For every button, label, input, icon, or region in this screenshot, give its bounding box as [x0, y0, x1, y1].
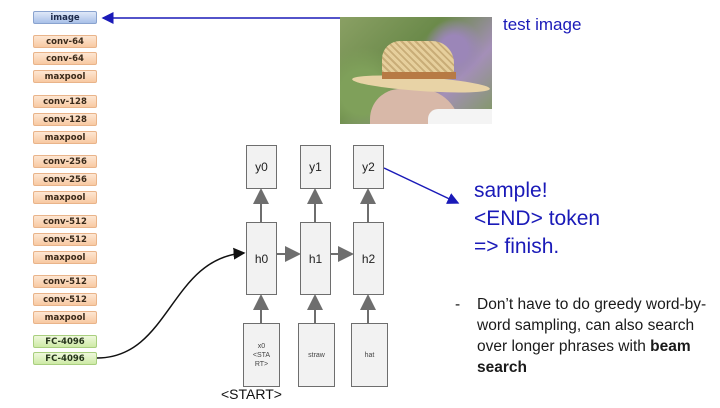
annotation-line-1: sample! [474, 179, 548, 202]
layer-fc-4096: FC-4096 [33, 352, 97, 365]
shirt-shape [428, 109, 492, 124]
layer-maxpool: maxpool [33, 191, 97, 204]
layer-conv-512: conv-512 [33, 215, 97, 228]
hidden-node-h2: h2 [353, 222, 384, 295]
layer-conv-512: conv-512 [33, 293, 97, 306]
layer-conv-512: conv-512 [33, 233, 97, 246]
output-node-y1: y1 [300, 145, 331, 189]
note-text: Don’t have to do greedy word-by-word sam… [477, 296, 707, 355]
hat-crown-shape [382, 41, 454, 77]
start-token-label: <START> [221, 386, 282, 402]
annotation-line-2: <END> token [474, 207, 601, 230]
input-node-x0: x0 <STA RT> [243, 323, 280, 387]
output-node-y0: y0 [246, 145, 277, 189]
output-node-y2: y2 [353, 145, 384, 189]
test-image-photo [340, 17, 492, 124]
layer-maxpool: maxpool [33, 311, 97, 324]
layer-conv-256: conv-256 [33, 155, 97, 168]
layer-maxpool: maxpool [33, 131, 97, 144]
layer-conv-128: conv-128 [33, 95, 97, 108]
hat-band-shape [382, 72, 456, 79]
layer-conv-128: conv-128 [33, 113, 97, 126]
sample-annotation: sample! <END> token => finish. [474, 177, 600, 261]
layer-image: image [33, 11, 97, 24]
test-image-label: test image [503, 15, 582, 34]
input-node-hat: hat [351, 323, 388, 387]
layer-maxpool: maxpool [33, 70, 97, 83]
layer-fc-4096: FC-4096 [33, 335, 97, 348]
layer-conv-512: conv-512 [33, 275, 97, 288]
layer-conv-256: conv-256 [33, 173, 97, 186]
layer-conv-64: conv-64 [33, 52, 97, 65]
note-body: Don’t have to do greedy word-by-word sam… [477, 294, 720, 378]
bullet-dash: - [455, 296, 461, 313]
hidden-node-h0: h0 [246, 222, 277, 295]
annotation-line-3: => finish. [474, 235, 560, 258]
layer-conv-64: conv-64 [33, 35, 97, 48]
layer-maxpool: maxpool [33, 251, 97, 264]
hidden-node-h1: h1 [300, 222, 331, 295]
input-node-straw: straw [298, 323, 335, 387]
note-bold-term: beam search [477, 338, 691, 376]
